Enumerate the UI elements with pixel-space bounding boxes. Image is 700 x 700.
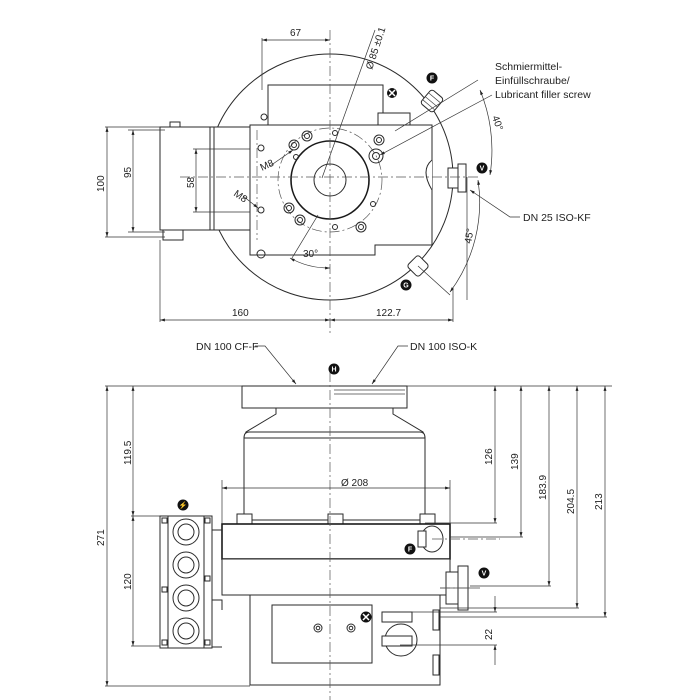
connector-panel [159,515,223,649]
dim-183-9: 183.9 [538,475,549,500]
m8-label-upper: M8 [259,158,277,174]
callout-lubricant-line2: Einfüllschraube/ [495,75,570,87]
dim-126: 126 [484,448,495,465]
top-electronics-box [159,126,251,231]
dim-85: Ø 85 ±0.1 [364,25,388,71]
side-view: DN 100 CF-F DN 100 ISO-K H 271 119.5 120… [96,341,612,700]
side-lower-body [221,558,451,596]
dim-208: Ø 208 [341,478,369,489]
dim-204-5: 204.5 [566,489,577,514]
side-housing [243,431,426,521]
svg-text:V: V [480,166,485,173]
callout-dn100-iso: DN 100 ISO-K [410,341,477,353]
angle-30: 30° [303,249,318,260]
dim-67: 67 [290,28,302,39]
svg-text:V: V [482,571,487,578]
dim-271: 271 [96,529,107,546]
badge-v-top: V [476,162,488,174]
angle-45: 45° [463,228,476,245]
side-top-flange [241,385,408,409]
callout-lubricant-line3: Lubricant filler screw [495,89,591,101]
dim-122-7: 122.7 [376,308,401,319]
angle-40: 40° [489,114,505,132]
callout-dn100-cf: DN 100 CF-F [196,341,258,353]
badge-f-side: F [404,543,416,555]
svg-text:G: G [403,283,409,290]
dim-95: 95 [123,166,134,178]
svg-text:F: F [408,547,413,554]
cooling-icon-side [360,611,372,623]
svg-text:F: F [430,76,435,83]
callout-dn25: DN 25 ISO-KF [523,212,591,224]
dim-139: 139 [510,453,521,470]
cooling-icon-top [387,88,397,98]
badge-h: H [328,363,340,375]
dim-120: 120 [123,573,134,590]
dim-213: 213 [594,493,605,510]
badge-g-top: G [400,279,412,291]
side-middle-ring [221,523,451,560]
badge-f-top: F [426,72,438,84]
badge-power: ⚡ [177,499,189,511]
top-view: 67 Ø 85 ±0.1 100 95 58 M8 M8 30° 40° [96,25,591,335]
lubricant-filler-screw [420,89,444,113]
dim-22: 22 [484,628,495,640]
callout-lubricant-line1: Schmiermittel- [495,61,563,73]
dim-119-5: 119.5 [123,440,134,465]
dim-100: 100 [96,175,107,192]
top-body-block [249,124,433,256]
dim-160: 160 [232,308,249,319]
svg-text:⚡: ⚡ [179,501,188,510]
bolt-holes [256,113,385,259]
badge-v-side: V [478,567,490,579]
dim-58: 58 [186,176,197,188]
svg-text:H: H [331,367,336,374]
